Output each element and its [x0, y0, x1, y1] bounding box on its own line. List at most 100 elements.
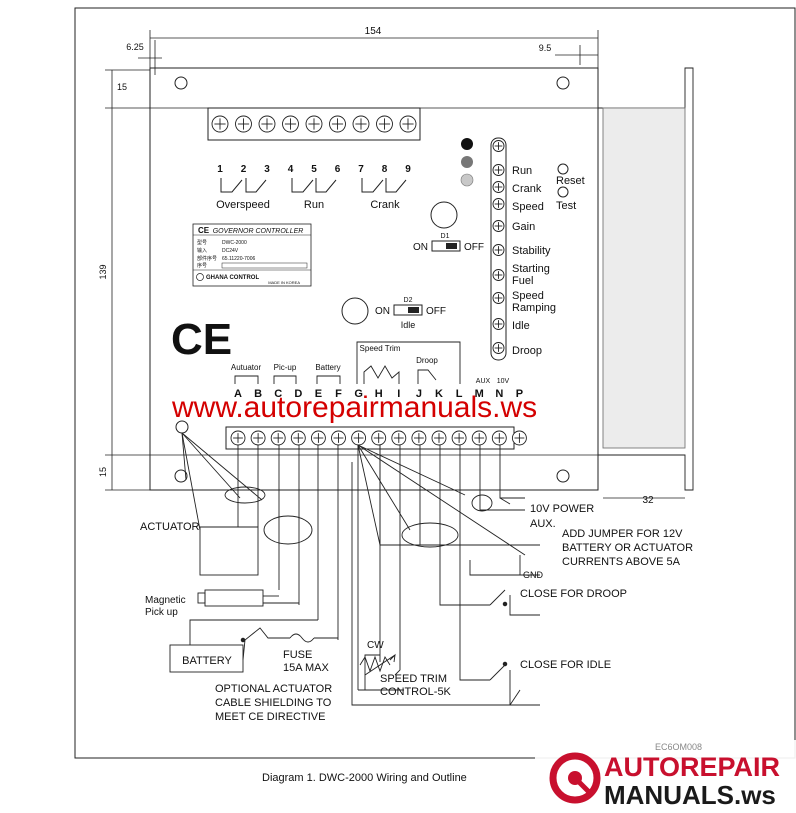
switch-d1-off: OFF [464, 242, 484, 253]
pot-strip [490, 137, 507, 361]
dim-bottom-small: 15 [98, 467, 108, 477]
label-pickup-0: Magnetic [145, 595, 186, 606]
top-terminal-number: 3 [264, 164, 270, 175]
bottom-terminal-screw-icon [290, 430, 306, 446]
pot-label-droop: Droop [512, 345, 542, 357]
bottom-terminal-screw-icon [451, 430, 467, 446]
top-terminal-screw-icon [329, 115, 346, 133]
group-crank: Crank [370, 199, 400, 211]
plate-val-1: DC24V [222, 248, 239, 254]
reset-button-icon [557, 163, 569, 175]
top-terminal-number: 6 [335, 164, 341, 175]
top-terminal-screw-icon [235, 115, 252, 133]
label-fuse-1: 15A MAX [283, 662, 330, 674]
reset-label: Reset [556, 175, 585, 187]
dim-width: 154 [365, 26, 382, 37]
label-actuator: ACTUATOR [140, 521, 200, 533]
plate-brand: GOVERNOR CONTROLLER [213, 228, 304, 235]
watermark-url: www.autorepairmanuals.ws [171, 391, 537, 424]
bottom-terminal-screw-icon [371, 430, 387, 446]
bottom-terminal-letter: I [397, 388, 400, 400]
top-terminal-screw-icon [282, 115, 299, 133]
group-battery: Battery [315, 363, 340, 372]
group-aux: AUX [476, 378, 491, 385]
bottom-terminal-letter: G [354, 388, 363, 400]
label-speed-trim-0: SPEED TRIM [380, 673, 447, 685]
pot-screw-icon [492, 140, 505, 152]
group-droop: Droop [416, 356, 438, 365]
bottom-terminal-letter: D [294, 388, 302, 400]
plate-key-1: 输入 [197, 247, 207, 254]
switch-d2-sub: Idle [401, 320, 416, 330]
bottom-terminal-screw-icon [491, 430, 507, 446]
mount-hole-tl [174, 76, 188, 90]
logo-line1: AUTOREPAIR [604, 752, 780, 782]
bottom-terminal-letter: F [335, 388, 342, 400]
dim-right-small: 9.5 [539, 43, 552, 53]
pot-screw-icon [492, 181, 505, 193]
label-jumper-0: ADD JUMPER FOR 12V [562, 528, 683, 540]
plate-ce: CE [198, 226, 210, 235]
bottom-terminal-letter: K [435, 388, 443, 400]
led-light-icon [460, 173, 474, 187]
bottom-terminal-letter: H [375, 388, 383, 400]
bottom-terminal-screw-icon [431, 430, 447, 446]
plate-val-2: 65.11220-7006 [222, 256, 255, 262]
led-gray-icon [461, 156, 473, 168]
bottom-terminal-letter: A [234, 388, 242, 400]
top-terminal-number: 4 [288, 164, 294, 175]
logo-line2: MANUALS.ws [604, 780, 776, 810]
bottom-terminal-letter: B [254, 388, 262, 400]
bottom-terminal-screw-icon [391, 430, 407, 446]
figure-caption: Diagram 1. DWC-2000 Wiring and Outline [262, 772, 467, 784]
pot-label-starting: Starting [512, 263, 550, 275]
bottom-terminal-screw-icon [411, 430, 427, 446]
pot-label-stability: Stability [512, 245, 551, 257]
pot-screw-icon [492, 342, 505, 354]
plate-maker-logo [196, 273, 204, 281]
dim-left-small: 6.25 [126, 42, 144, 52]
top-terminal-number: 8 [382, 164, 388, 175]
mount-hole-bl [174, 469, 188, 483]
switch-d2-off: OFF [426, 306, 446, 317]
bottom-terminal-screw-icon [310, 430, 326, 446]
top-terminal-number: 5 [311, 164, 317, 175]
group-10v: 10V [497, 378, 510, 385]
group-pickup: Pic-up [274, 363, 297, 372]
external-wiring [169, 432, 540, 706]
pot-screw-icon [492, 318, 505, 330]
top-terminal-number: 9 [405, 164, 411, 175]
top-terminal-screw-icon [352, 115, 370, 133]
bottom-terminal-letter: J [416, 388, 422, 400]
pot-screw-icon [492, 292, 505, 304]
label-jumper-1: BATTERY OR ACTUATOR [562, 542, 693, 554]
outer-frame [74, 7, 796, 759]
pot-screw-icon [492, 269, 505, 281]
group-speed-trim: Speed Trim [360, 344, 401, 353]
label-shielding-1: CABLE SHIELDING TO [215, 697, 332, 709]
label-shielding-0: OPTIONAL ACTUATOR [215, 683, 332, 695]
label-jumper-2: CURRENTS ABOVE 5A [562, 556, 681, 568]
label-shielding-2: MEET CE DIRECTIVE [215, 711, 325, 723]
label-close-droop: CLOSE FOR DROOP [520, 588, 627, 600]
bottom-terminal-letter: M [475, 388, 484, 400]
top-terminal-screw-icon [211, 115, 229, 133]
label-gnd: GND [523, 570, 544, 580]
pot-label-gain: Gain [512, 221, 535, 233]
pot-screws [492, 140, 505, 354]
site-logo: EC6OM008 AUTOREPAIR MANUALS.ws [535, 740, 796, 813]
bottom-terminal-screw-icon [471, 430, 487, 446]
bottom-terminal-screw-icon [511, 430, 527, 446]
group-run: Run [304, 199, 324, 211]
pot-screw-icon [492, 198, 505, 210]
switch-d2-name: D2 [404, 297, 413, 304]
label-cw: CW [367, 640, 384, 651]
label-close-idle: CLOSE FOR IDLE [520, 659, 611, 671]
dim-left-top: 15 [117, 82, 127, 92]
plate-maker-note: MADE IN KOREA [268, 280, 300, 285]
test-button-icon [557, 186, 569, 198]
doc-code: EC6OM008 [655, 742, 702, 752]
led-black-icon [461, 138, 473, 150]
top-terminal-screw-icon [258, 115, 276, 133]
